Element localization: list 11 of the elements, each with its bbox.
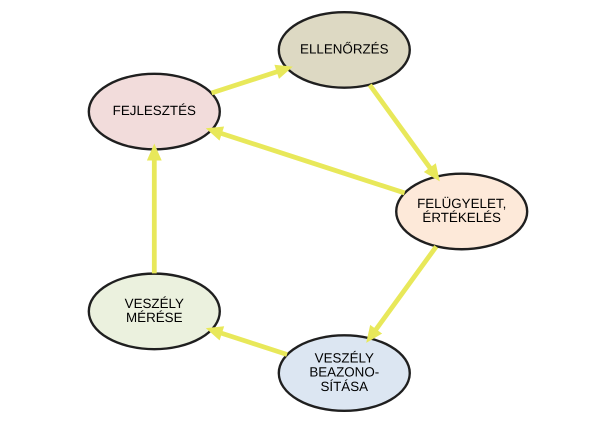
arrow xyxy=(205,326,288,357)
arrow xyxy=(210,64,292,96)
arrow xyxy=(146,144,162,274)
node-ellipse: VESZÉLY MÉRÉSE xyxy=(87,272,220,350)
arrow xyxy=(366,245,438,343)
node-ellipse: VESZÉLY BEAZONO- SÍTÁSA xyxy=(277,334,410,412)
node-ellipse: ELLENŐRZÉS xyxy=(277,10,410,89)
arrow xyxy=(367,84,440,182)
node-ellipse: FELÜGYELET, ÉRTÉKELÉS xyxy=(394,172,528,250)
arrow xyxy=(205,126,405,196)
node-ellipse: FEJLESZTÉS xyxy=(87,72,220,151)
